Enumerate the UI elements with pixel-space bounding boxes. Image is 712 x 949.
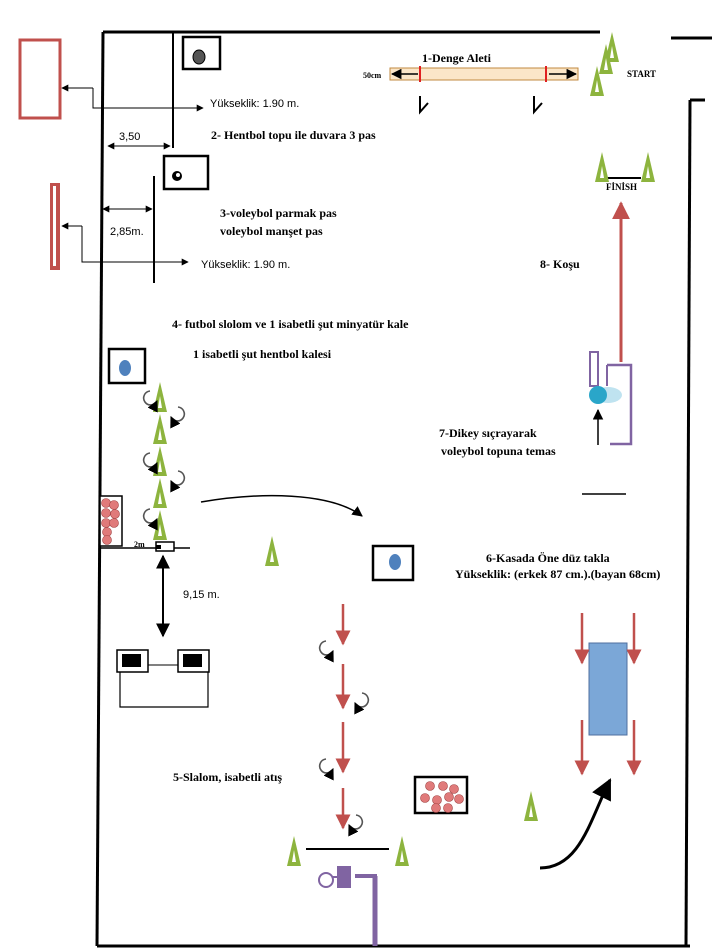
station-2-setup xyxy=(18,32,222,150)
cone xyxy=(599,44,613,74)
box-red-arrows xyxy=(574,613,642,776)
ball xyxy=(431,803,441,813)
station-8-label: 8- Koşu xyxy=(540,257,580,271)
station-5-label: 5-Slalom, isabetli atış xyxy=(173,770,282,784)
ball xyxy=(109,500,119,510)
station-4-setup xyxy=(99,347,415,638)
ball xyxy=(449,784,459,794)
ball xyxy=(444,792,454,802)
station-7-label-line2: voleybol topuna temas xyxy=(441,444,556,458)
station-7-label-line1: 7-Dikey sıçrayarak xyxy=(439,426,537,440)
ball xyxy=(425,781,435,791)
turn-arrow xyxy=(348,814,364,837)
station-3-label-line2: voleybol manşet pas xyxy=(220,224,323,238)
distance-350-label: 3,50 xyxy=(119,131,140,143)
station-3-setup xyxy=(50,154,210,283)
cone xyxy=(605,32,619,62)
beam-width-label: 50cm xyxy=(363,71,382,80)
cone xyxy=(153,510,167,540)
handball-target-ball xyxy=(389,554,401,570)
jump-stand xyxy=(582,351,633,495)
distance-2m-label: 2m xyxy=(134,540,145,549)
ball xyxy=(454,794,464,804)
cone xyxy=(524,791,538,821)
ball-cluster-5 xyxy=(420,781,464,813)
ball xyxy=(420,793,430,803)
cone xyxy=(153,478,167,508)
height-label-2: Yükseklik: 1.90 m. xyxy=(201,259,290,271)
approach-curve-arrow xyxy=(539,778,612,870)
turn-arrow xyxy=(170,406,186,429)
ball xyxy=(101,508,111,518)
ball xyxy=(109,518,119,528)
handball xyxy=(192,49,206,65)
cone xyxy=(153,446,167,476)
cone xyxy=(590,66,604,96)
start-label: START xyxy=(627,69,656,79)
ball xyxy=(432,795,442,805)
ball xyxy=(102,535,112,545)
height-label-1: Yükseklik: 1.90 m. xyxy=(210,98,299,110)
ball xyxy=(443,803,453,813)
turn-arrow xyxy=(318,640,334,663)
ball xyxy=(101,518,111,528)
ball xyxy=(438,781,448,791)
jump-volleyball xyxy=(589,386,607,404)
station-5-setup xyxy=(306,775,469,946)
station-2-label: 2- Hentbol topu ile duvara 3 pas xyxy=(211,128,376,142)
distance-915-label: 9,15 m. xyxy=(183,589,220,601)
turn-arrow xyxy=(142,452,158,475)
cone xyxy=(265,536,279,566)
football xyxy=(119,360,131,376)
cone xyxy=(153,414,167,444)
cone xyxy=(395,836,409,866)
wall-target xyxy=(18,38,62,120)
finish-label: FİNİSH xyxy=(606,182,637,192)
station-6-label-line1: 6-Kasada Öne düz takla xyxy=(486,551,610,565)
slalom-turn-arrows xyxy=(142,390,370,837)
hall-walls xyxy=(95,30,712,948)
balance-beam xyxy=(389,66,579,115)
ball xyxy=(101,498,111,508)
vaulting-box xyxy=(588,642,628,736)
station-6-label-line2: Yükseklik: (erkek 87 cm.).(bayan 68cm) xyxy=(455,567,660,581)
turn-arrow xyxy=(318,758,334,781)
turn-arrow xyxy=(170,470,186,493)
turn-arrow xyxy=(142,390,158,413)
station-1-label: 1-Denge Aleti xyxy=(422,51,492,65)
distance-285-label: 2,85m. xyxy=(110,226,144,238)
ball-cluster-4 xyxy=(101,498,120,545)
station-4-label-line2: 1 isabetli şut hentbol kalesi xyxy=(193,347,332,361)
station-4-label-line1: 4- futbol slolom ve 1 isabetli şut minya… xyxy=(172,317,409,331)
turn-arrow xyxy=(354,692,370,715)
mini-goal xyxy=(116,649,210,708)
ball xyxy=(110,509,120,519)
cone xyxy=(287,836,301,866)
cone xyxy=(153,382,167,412)
cones xyxy=(153,32,655,866)
cone xyxy=(595,152,609,182)
turn-arrow xyxy=(142,508,158,531)
ball xyxy=(102,527,112,537)
station-3-label-line1: 3-voleybol parmak pas xyxy=(220,206,337,220)
cone xyxy=(641,152,655,182)
